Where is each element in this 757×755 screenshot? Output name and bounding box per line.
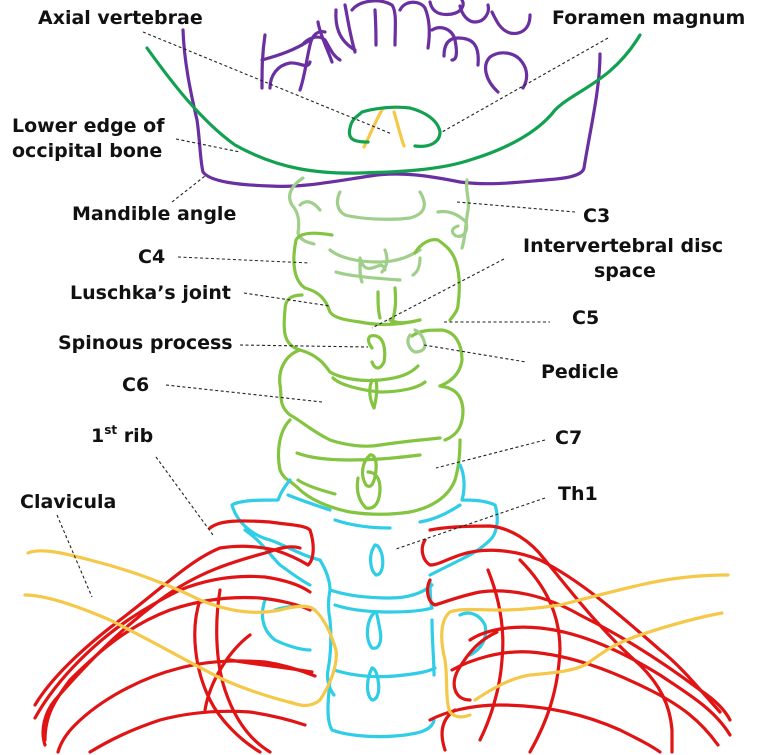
label-luschka-joint: Luschka’s joint bbox=[70, 282, 232, 304]
label-intervertebral-line2: space bbox=[594, 260, 656, 282]
clavicula bbox=[23, 549, 730, 719]
leader-rib bbox=[155, 456, 214, 536]
label-first-rib-word: rib bbox=[117, 425, 154, 447]
ribs bbox=[33, 519, 732, 754]
label-lower-edge-occipital-line1: Lower edge of bbox=[12, 115, 165, 137]
label-lower-edge-occipital-line2: occipital bone bbox=[12, 140, 163, 162]
leader-c4 bbox=[177, 256, 311, 264]
leader-pedicle bbox=[423, 344, 527, 363]
label-th1: Th1 bbox=[558, 483, 598, 505]
leader-spinous bbox=[239, 344, 369, 348]
label-mandible-angle: Mandible angle bbox=[72, 203, 237, 225]
label-intervertebral-line1: Intervertebral disc bbox=[523, 235, 724, 257]
label-foramen-magnum: Foramen magnum bbox=[552, 7, 746, 29]
label-c7: C7 bbox=[555, 427, 583, 449]
label-axial-vertebrae: Axial vertebrae bbox=[38, 7, 203, 29]
leader-th1 bbox=[395, 497, 546, 550]
label-clavicula: Clavicula bbox=[20, 491, 117, 513]
leader-clavicula bbox=[56, 514, 93, 598]
leader-axial bbox=[142, 31, 393, 135]
leader-foramen bbox=[441, 37, 609, 133]
label-spinous-process: Spinous process bbox=[58, 332, 233, 354]
leader-c7 bbox=[435, 439, 546, 469]
mandible-outline bbox=[181, 28, 602, 188]
label-first-rib-ordinal: st bbox=[104, 423, 118, 437]
label-c4: C4 bbox=[138, 246, 166, 268]
label-c5: C5 bbox=[572, 307, 600, 329]
label-first-rib: 1st rib bbox=[91, 424, 153, 448]
leader-c3 bbox=[456, 201, 576, 213]
skull-teeth-outline bbox=[260, 0, 532, 94]
occipital-lower-edge bbox=[145, 33, 642, 175]
label-c6: C6 bbox=[122, 374, 150, 396]
leader-lines bbox=[56, 31, 609, 598]
label-c3: C3 bbox=[583, 205, 611, 227]
leader-disc bbox=[371, 258, 505, 329]
label-first-rib-number: 1 bbox=[91, 425, 105, 447]
vertebra-c3 bbox=[288, 176, 471, 284]
foramen-magnum bbox=[347, 105, 442, 149]
leader-c6 bbox=[165, 384, 323, 403]
label-pedicle: Pedicle bbox=[541, 361, 619, 383]
cervical-vertebrae bbox=[276, 231, 465, 516]
leader-luschka bbox=[243, 292, 331, 307]
leader-mandible bbox=[171, 175, 206, 203]
